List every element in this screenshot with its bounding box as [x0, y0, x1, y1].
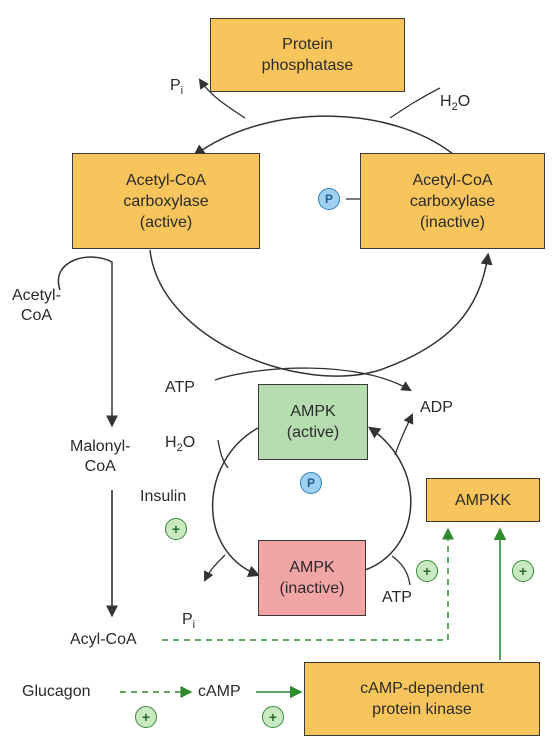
pi-top-label: Pi	[170, 56, 183, 101]
h2o-mid-subscript: 2	[176, 442, 183, 455]
h2o-top-subscript: 2	[451, 101, 458, 114]
ampk-active-box: AMPK (active)	[258, 384, 368, 460]
kinase-arc	[149, 249, 493, 377]
pi-bottom-label: Pi	[182, 590, 195, 635]
pi-release-arrow	[198, 78, 246, 119]
acetyl-coa-label: Acetyl- CoA	[12, 287, 61, 324]
atp-lower-label: ATP	[382, 589, 412, 606]
pi-bottom-subscript: i	[192, 619, 196, 632]
insulin-label: Insulin	[140, 488, 187, 505]
adp-label: ADP	[420, 399, 453, 416]
malonyl-coa-label: Malonyl- CoA	[70, 438, 131, 475]
atp-in-arrow	[391, 555, 411, 586]
pi-top-symbol: P	[170, 77, 181, 94]
pi-bottom-symbol: P	[182, 611, 193, 628]
camp-pk-box: cAMP-dependent protein kinase	[304, 662, 540, 736]
h2o-mid-label: H2O	[165, 413, 195, 458]
acc-active-box: Acetyl-CoA carboxylase (active)	[72, 153, 260, 249]
h2o-top-h: H	[440, 93, 452, 110]
h2o-top-o: O	[457, 93, 471, 110]
pi-out-arrow	[204, 554, 226, 582]
acyl-coa-plus-badge: +	[416, 560, 438, 582]
glucagon-label: Glucagon	[22, 683, 91, 700]
ampk-inactive-box: AMPK (inactive)	[258, 540, 366, 616]
glucagon-plus-badge: +	[135, 706, 157, 728]
acetyl-to-malonyl-arrow	[57, 256, 118, 428]
h2o-top-label: H2O	[440, 72, 470, 117]
insulin-plus-badge: +	[165, 518, 187, 540]
acc-inactive-box: Acetyl-CoA carboxylase (inactive)	[360, 153, 545, 249]
camp-plus-badge: +	[262, 706, 284, 728]
h2o-mid-o: O	[182, 434, 196, 451]
pka-plus-badge: +	[512, 560, 534, 582]
phosphatase-arc	[193, 115, 461, 161]
pi-top-subscript: i	[180, 85, 184, 98]
acyl-to-ampkk-dashed	[162, 527, 454, 641]
h2o-entry-arrow	[389, 87, 441, 119]
protein-phosphatase-box: Protein phosphatase	[210, 18, 405, 92]
phosphate-badge-acc: P	[318, 188, 340, 210]
adp-out-arrow	[394, 413, 414, 456]
ampk-inactivation-arc	[211, 427, 261, 578]
atp-adp-arrow	[214, 367, 412, 392]
ampk-activation-arc	[364, 426, 412, 571]
h2o-mid-h: H	[165, 434, 177, 451]
acyl-coa-label: Acyl-CoA	[70, 631, 137, 648]
atp-upper-label: ATP	[165, 379, 195, 396]
ampkk-box: AMPKK	[426, 478, 540, 522]
camp-label: cAMP	[198, 683, 241, 700]
h2o-in-arrow	[217, 439, 229, 469]
phosphate-badge-ampk: P	[300, 472, 322, 494]
